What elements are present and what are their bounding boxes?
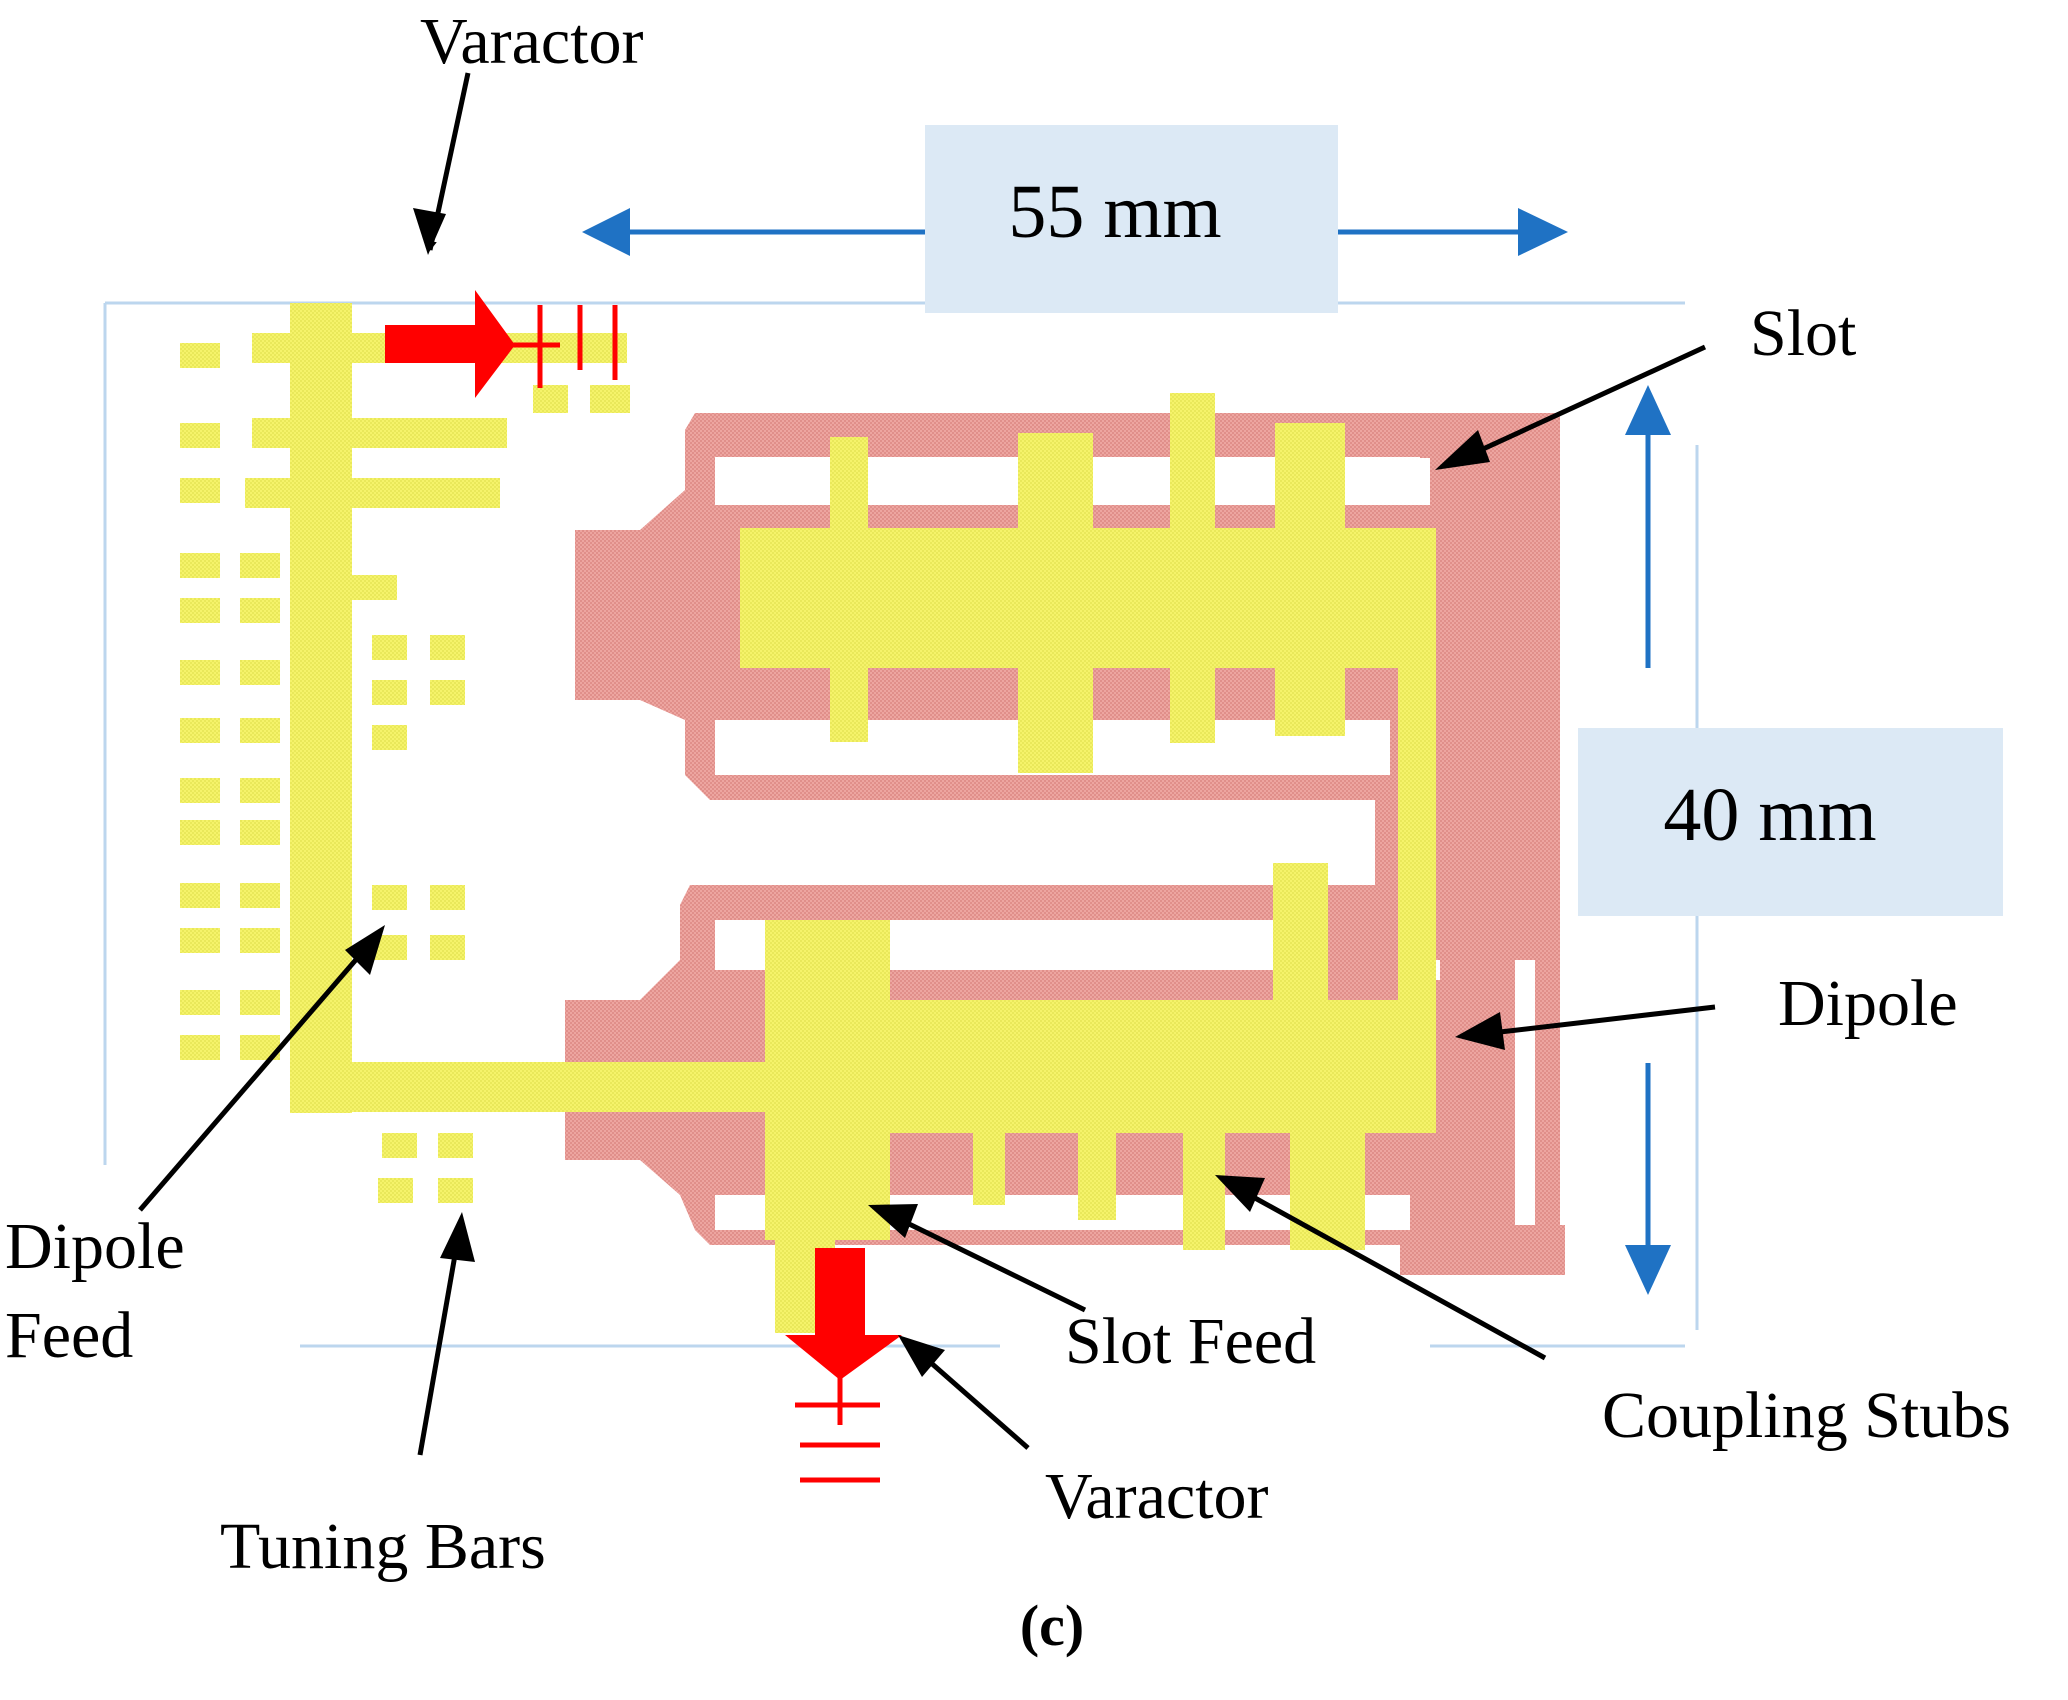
slot-frame-top xyxy=(1420,413,1555,458)
dimension-height-box xyxy=(1578,728,2003,916)
dipole-feed-horizontal xyxy=(290,1062,790,1112)
label-coupling-stubs: Coupling Stubs xyxy=(1602,1379,2011,1452)
label-tuning-bars: Tuning Bars xyxy=(220,1510,546,1583)
arrow-slot-feed xyxy=(903,1219,1087,1313)
label-slot-feed: Slot Feed xyxy=(1065,1305,1316,1378)
varactor-top-symbol xyxy=(385,290,618,398)
arrow-dipole xyxy=(1499,1004,1716,1035)
dimension-width: 55 mm xyxy=(582,125,1568,313)
label-varactor-bottom: Varactor xyxy=(1045,1460,1269,1533)
coupling-stub xyxy=(1078,1130,1116,1220)
slot-frame-bottom xyxy=(1420,1225,1560,1275)
arrow-slot xyxy=(1468,344,1707,458)
tuning-bars xyxy=(180,343,473,1203)
dimension-height-label: 40 mm xyxy=(1663,773,1876,857)
arrow-tuning-bars xyxy=(417,1254,458,1456)
slot-frame-right xyxy=(1440,495,1515,1225)
varactor-bottom-arrow xyxy=(785,1248,902,1380)
arrow-coupling-stubs xyxy=(1253,1195,1547,1361)
coupling-stub xyxy=(1183,1130,1225,1250)
slot-frame-outer xyxy=(1535,413,1560,1273)
coupling-stub xyxy=(973,1130,1005,1205)
label-slot: Slot xyxy=(1750,297,1856,370)
varactor-bottom-symbol xyxy=(785,1248,902,1483)
annotation-arrows xyxy=(138,72,1716,1456)
subfigure-label: (c) xyxy=(1020,1593,1084,1658)
slot-feed-line xyxy=(765,1130,890,1240)
dimension-width-box xyxy=(925,125,1338,313)
arrow-varactor-bottom xyxy=(928,1360,1030,1450)
label-dipole-feed-2: Feed xyxy=(5,1299,133,1372)
dimension-height: 40 mm xyxy=(1578,385,2003,1295)
varactor-top-arrow xyxy=(385,290,515,398)
label-dipole-feed-1: Dipole xyxy=(5,1210,185,1283)
label-dipole: Dipole xyxy=(1778,967,1958,1040)
dimension-width-label: 55 mm xyxy=(1008,170,1221,254)
dipole-layer xyxy=(245,303,1436,1333)
labels: Varactor Slot Dipole Dipole Feed Tuning … xyxy=(5,5,2011,1658)
coupling-stub xyxy=(1290,1130,1365,1250)
label-varactor-top: Varactor xyxy=(420,5,644,78)
arrow-dipole-feed xyxy=(138,953,362,1212)
